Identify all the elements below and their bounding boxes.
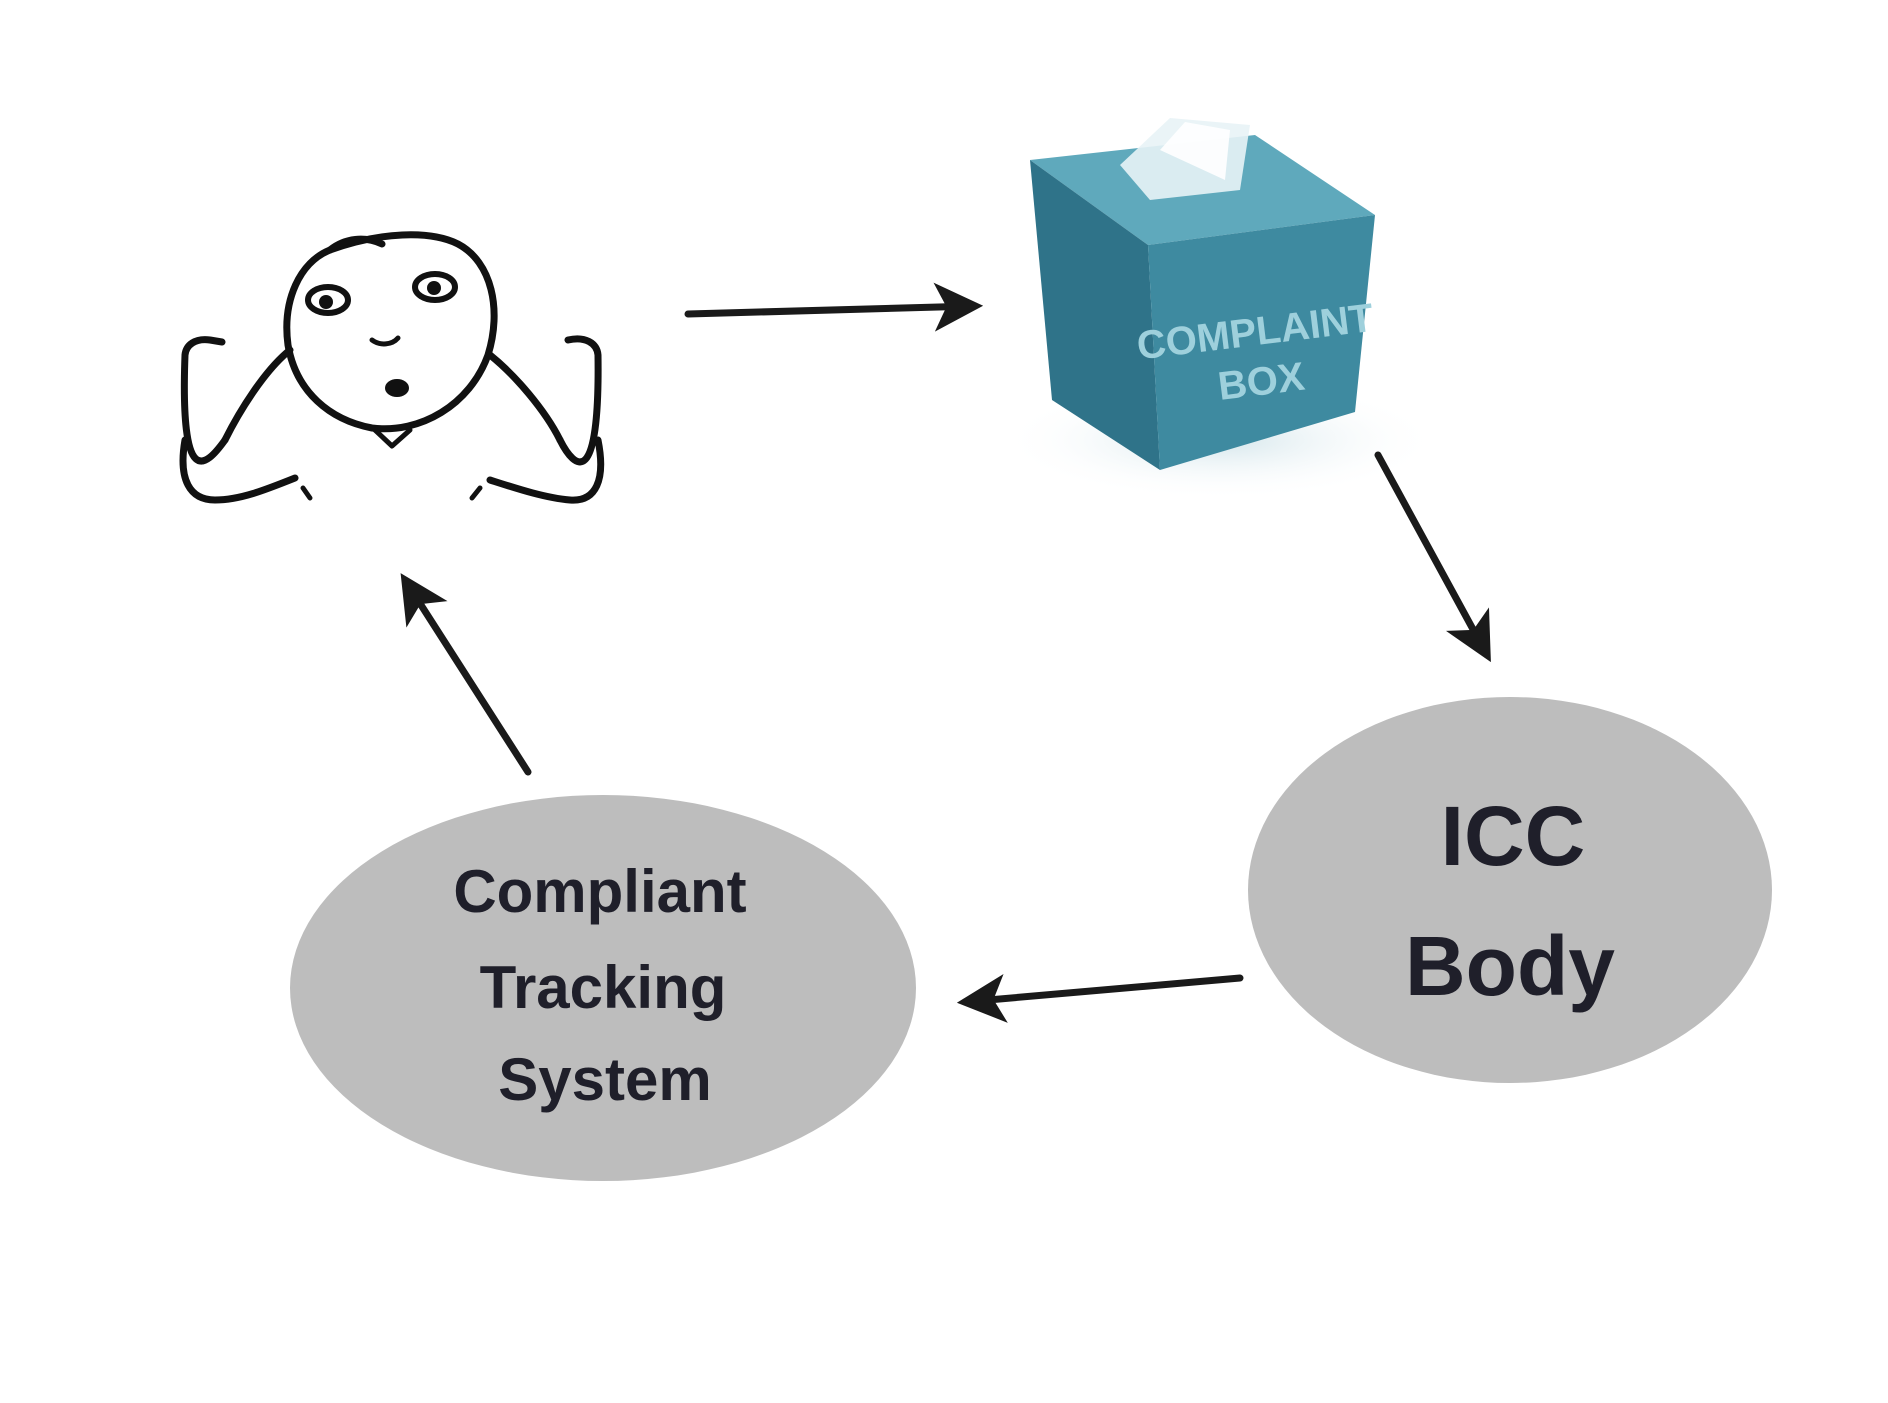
arrow-icc-to-tracking — [956, 974, 1244, 1023]
complaint-box-label-line2: BOX — [1216, 355, 1308, 409]
shrugging-person-icon — [179, 231, 605, 504]
tracking-system-label-line2: Tracking — [480, 954, 727, 1021]
arrow-box-to-icc — [1374, 451, 1491, 663]
tracking-system-ellipse — [290, 795, 916, 1181]
tracking-system-label-line3: System — [498, 1046, 711, 1113]
complaint-box-icon: COMPLAINT BOX — [1000, 118, 1440, 500]
icc-body-ellipse — [1248, 697, 1772, 1083]
arrow-person-to-box — [684, 282, 984, 332]
arrow-tracking-to-person — [400, 573, 532, 776]
icc-body-node: ICC Body — [1248, 697, 1772, 1083]
icc-body-label-line1: ICC — [1441, 789, 1586, 883]
tracking-system-label-line1: Compliant — [453, 858, 746, 925]
icc-body-label-line2: Body — [1405, 919, 1615, 1013]
tracking-system-node: Compliant Tracking System — [290, 795, 916, 1181]
